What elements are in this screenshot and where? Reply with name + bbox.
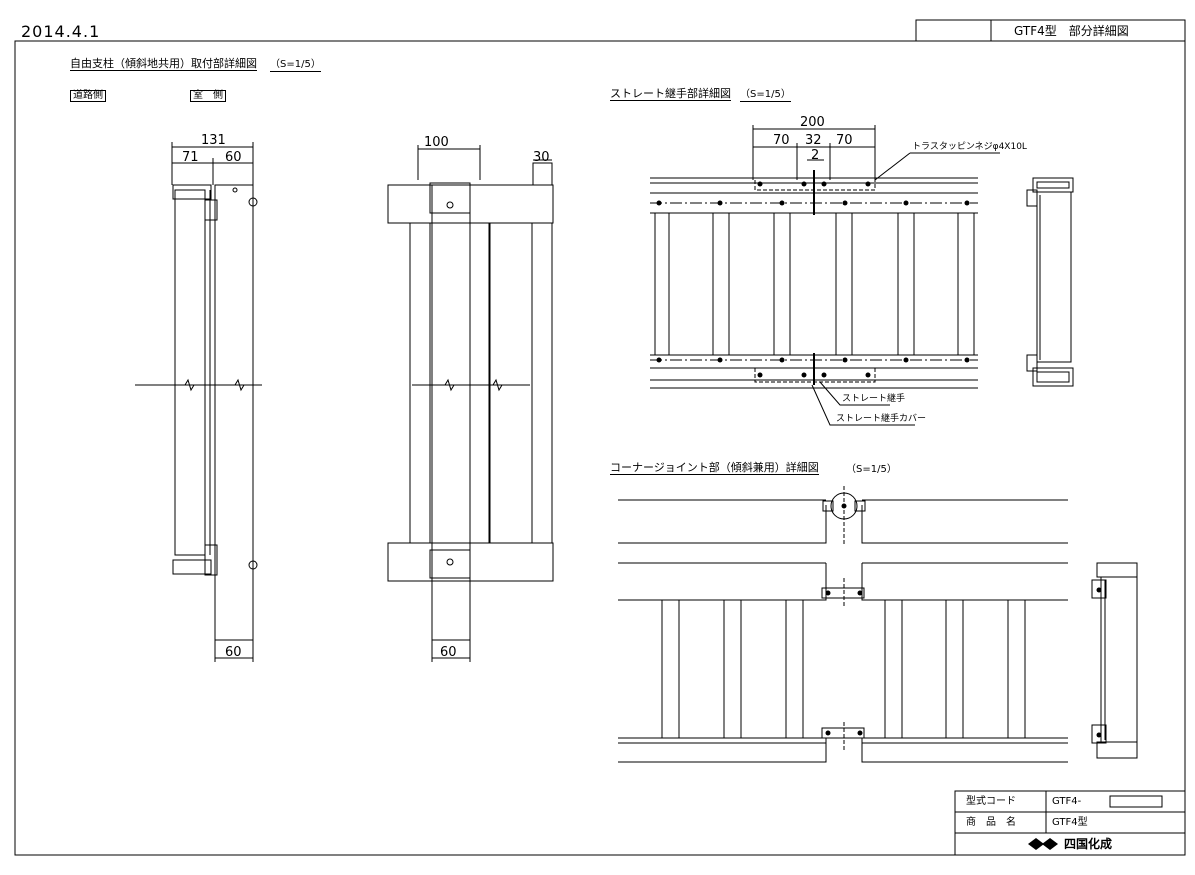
name-value: GTF4型 [1052,817,1088,828]
dim-70-left: 70 [773,133,790,148]
company-logo-icon [1028,838,1058,850]
code-value: GTF4- [1052,796,1082,807]
dim-32: 32 [805,133,822,148]
drawing-date: 2014.4.1 [21,22,101,41]
straight-joint-title: ストレート継手部詳細図 [610,87,731,101]
joint-label: ストレート継手 [842,394,906,404]
drawing-title: GTF4型 部分詳細図 [1014,24,1129,38]
road-side-label: 道路側 [70,90,106,102]
dim-30: 30 [533,150,550,165]
room-side-label: 室 側 [190,90,226,102]
free-post-title: 自由支柱（傾斜地共用）取付部詳細図 [70,57,257,71]
company-name: 四国化成 [1064,837,1113,851]
dim-70-right: 70 [836,133,853,148]
screw-label: トラスタッピンネジφ4X10L [912,142,1027,152]
straight-joint-scale: （S=1/5） [740,89,791,102]
dim-60-top: 60 [225,150,242,165]
joint-cover-label: ストレート継手カバー [836,414,927,424]
dim-60-bottom: 60 [225,645,242,660]
corner-joint-scale: （S=1/5） [846,464,897,475]
corner-joint-title: コーナージョイント部（傾斜兼用）詳細図 [610,461,819,475]
name-label: 商 品 名 [966,817,1016,828]
dim-131: 131 [201,133,226,148]
dim-60-front: 60 [440,645,457,660]
dim-71: 71 [182,150,199,165]
dim-2: 2 [811,148,820,163]
code-label: 型式コード [966,796,1016,807]
free-post-scale: （S=1/5） [270,59,321,72]
dim-100: 100 [424,135,449,150]
dim-200: 200 [800,115,825,130]
